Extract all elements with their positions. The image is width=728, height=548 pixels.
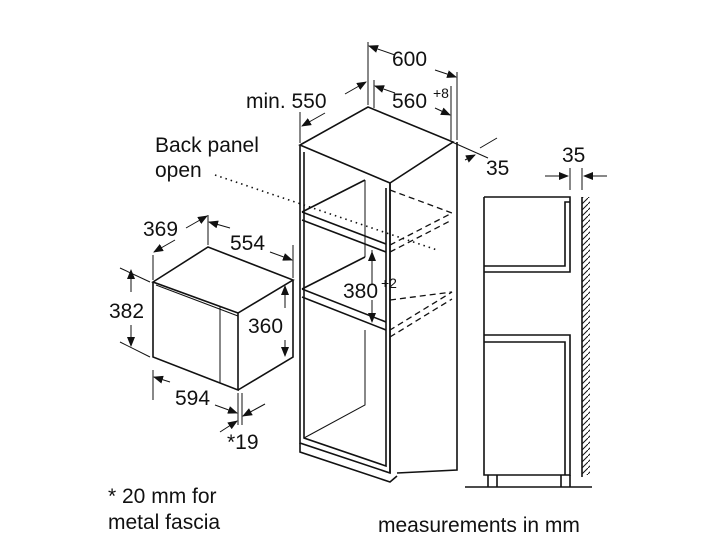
dim-cabinet-depth: min. 550 [246, 90, 327, 113]
back-panel-open-label: open [155, 159, 202, 182]
dim-back-gap: 35 [486, 157, 509, 180]
dim-niche-width: 560 [392, 90, 427, 113]
tall-cabinet [214, 106, 458, 483]
dim-side-back-gap: 35 [562, 144, 585, 167]
dim-fascia-depth: *19 [227, 431, 259, 454]
dim-appliance-depth: 369 [143, 218, 178, 241]
dim-appliance-body-height: 360 [248, 315, 283, 338]
dim-appliance-height: 382 [109, 300, 144, 323]
dim-appliance-body-width: 554 [230, 232, 265, 255]
dim-cabinet-width: 600 [392, 48, 427, 71]
dim-niche-height: 380 [343, 280, 378, 303]
footnote-line-2: metal fascia [108, 511, 220, 534]
back-panel-label: Back panel [155, 134, 259, 157]
cabinet-dimensions: 600 min. 550 560 +8 35 380 +2 Back panel… [155, 42, 509, 323]
footnote-line-1: * 20 mm for [108, 485, 217, 508]
dim-niche-width-tolerance: +8 [433, 85, 449, 101]
side-view: 35 [465, 144, 607, 488]
microwave-appliance: 369 554 382 360 594 *19 [109, 215, 295, 454]
dim-niche-height-tolerance: +2 [381, 275, 397, 291]
units-note: measurements in mm [378, 514, 580, 537]
dim-appliance-width: 594 [175, 387, 210, 410]
